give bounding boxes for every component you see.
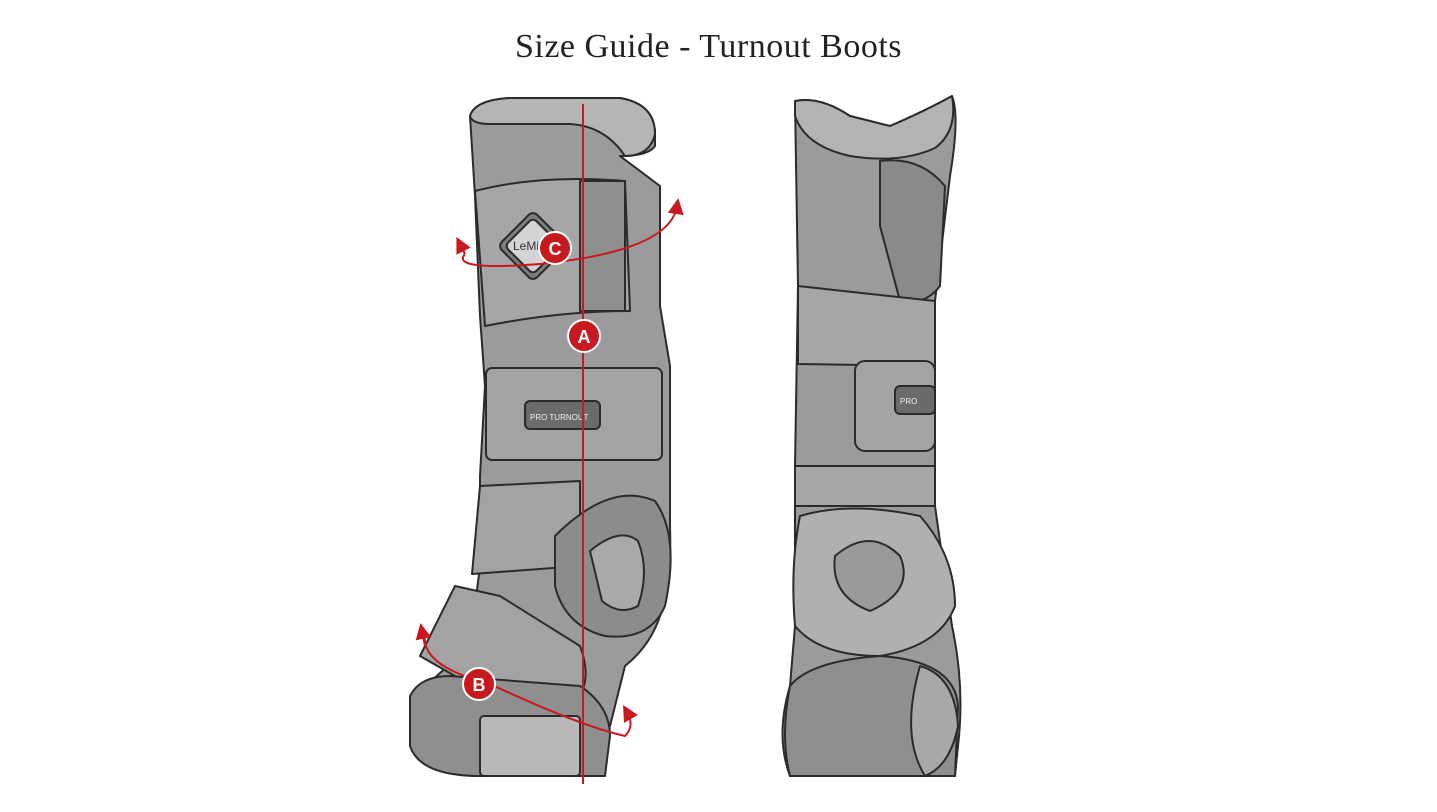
rear-view-boot: PRO xyxy=(781,95,962,777)
svg-text:C: C xyxy=(549,239,562,259)
marker-b: B xyxy=(462,667,496,701)
measure-curve-b xyxy=(423,633,638,738)
side-top-strap-tab xyxy=(579,180,626,312)
rear-lower-band xyxy=(794,465,936,507)
side-middle-strap-badge xyxy=(524,400,601,430)
rear-upper-band xyxy=(797,285,936,367)
svg-text:A: A xyxy=(578,327,591,347)
measure-curve-c xyxy=(462,198,684,268)
side-view-boot: LeMi PRO TURNOUT xyxy=(409,97,672,777)
svg-text:PRO TURNOUT: PRO TURNOUT xyxy=(530,413,589,422)
rear-boot-cuff xyxy=(794,95,955,160)
svg-text:LeMi: LeMi xyxy=(513,239,539,253)
marker-a: A xyxy=(567,319,601,353)
marker-c: C xyxy=(538,231,572,265)
svg-text:B: B xyxy=(473,675,486,695)
side-boot-cuff xyxy=(469,97,656,157)
page-title: Size Guide - Turnout Boots xyxy=(514,28,903,65)
boot-illustration: LeMi PRO TURNOUT A xyxy=(380,86,1020,798)
svg-text:PRO: PRO xyxy=(900,397,917,406)
